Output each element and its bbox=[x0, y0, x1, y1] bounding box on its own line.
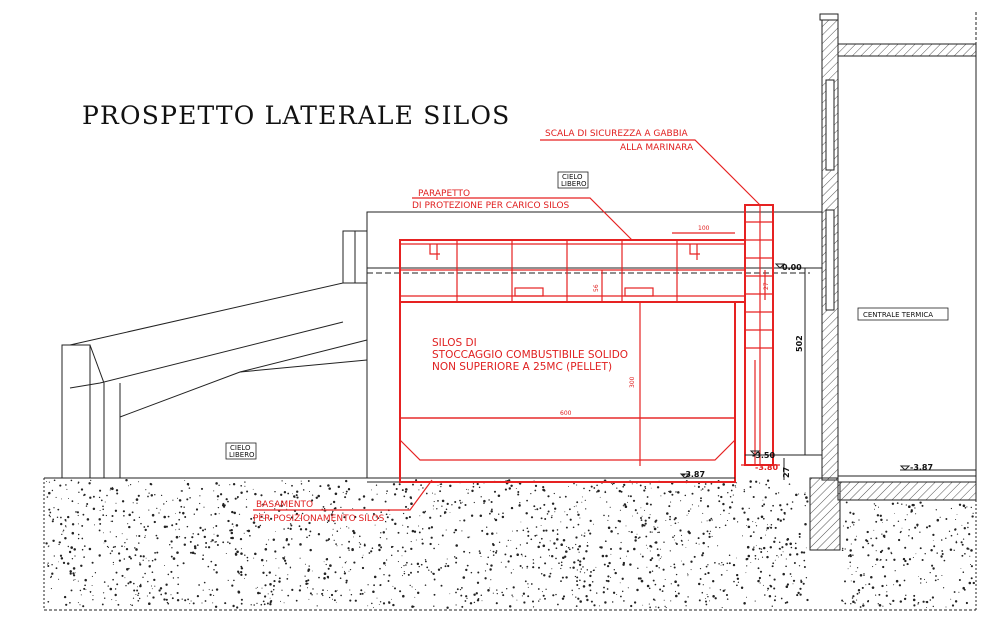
ground-fill bbox=[43, 477, 977, 611]
dim-502: 502 bbox=[795, 335, 804, 352]
centrale-termica-label: CENTRALE TERMICA bbox=[863, 311, 933, 319]
dim-300: 300 bbox=[629, 376, 636, 388]
annotations: SCALA DI SICUREZZA A GABBIA ALLA MARINAR… bbox=[225, 129, 949, 524]
dim-27-bottom: 27 bbox=[782, 467, 791, 478]
cielo-libero-top-line1: CIELO bbox=[562, 173, 583, 181]
silos-label-line2: STOCCAGGIO COMBUSTIBILE SOLIDO bbox=[432, 349, 628, 361]
basamento-label-line1: BASAMENTO bbox=[256, 500, 313, 510]
silos-label-line3: NON SUPERIORE A 25MC (PELLET) bbox=[432, 361, 612, 373]
parapetto-label-line1: PARAPETTO bbox=[418, 189, 470, 199]
dim-56: 56 bbox=[593, 284, 600, 292]
cielo-libero-left-line1: CIELO bbox=[230, 444, 251, 452]
elevation-minus-3-50: -3.50 bbox=[752, 451, 775, 460]
parapetto-label-line2: DI PROTEZIONE PER CARICO SILOS bbox=[412, 201, 570, 211]
basamento-label-line2: PER POSIZIONAMENTO SILOS bbox=[253, 514, 385, 524]
dim-600: 600 bbox=[560, 410, 572, 417]
silo: 600 300 56 100 bbox=[399, 225, 746, 483]
elevation-minus-3-87-left: -3.87 bbox=[682, 470, 705, 479]
dim-100: 100 bbox=[698, 225, 710, 232]
elevation-0-00: 0.00 bbox=[782, 263, 802, 272]
elevations: 0.00 502 -3.50 -3.80 27 -3.87 -3.87 bbox=[679, 263, 976, 480]
building-wall bbox=[809, 12, 977, 551]
cielo-libero-left-line2: LIBERO bbox=[229, 451, 255, 459]
ramp-structure bbox=[61, 230, 368, 478]
elevation-minus-3-87-right: -3.87 bbox=[910, 463, 933, 472]
scala-label-line2: ALLA MARINARA bbox=[620, 143, 694, 153]
elevation-minus-3-80: -3.80 bbox=[755, 463, 778, 472]
cielo-libero-top-line2: LIBERO bbox=[561, 180, 587, 188]
gravel-dots bbox=[45, 478, 975, 609]
cage-ladder: 27 bbox=[741, 204, 777, 466]
drawing-title: PROSPETTO LATERALE SILOS bbox=[82, 101, 511, 130]
dim-27-top: 27 bbox=[763, 282, 770, 290]
silos-label-line1: SILOS DI bbox=[432, 337, 477, 349]
scala-label-line1: SCALA DI SICUREZZA A GABBIA bbox=[545, 129, 689, 139]
